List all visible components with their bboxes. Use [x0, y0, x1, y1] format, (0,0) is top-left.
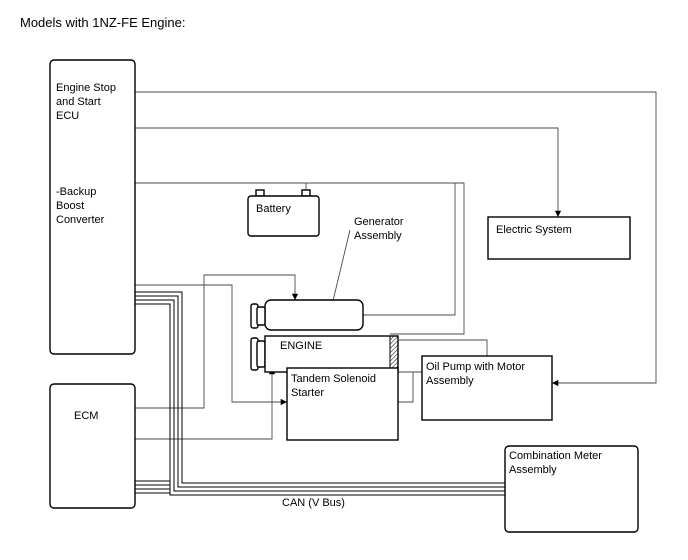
converter-label-line1: -Backup [56, 186, 96, 198]
engine-label: ENGINE [280, 340, 322, 352]
generator-label-line1: Generator [354, 216, 404, 228]
ecu-label-line1: Engine Stop [56, 82, 116, 94]
meter-label-line2: Assembly [509, 464, 557, 476]
oil-pump-motor-assembly-box [421, 355, 553, 421]
tandem-solenoid-starter-box [286, 367, 399, 441]
converter-label-line2: Boost [56, 200, 84, 212]
pulley-symbols [250, 303, 266, 371]
engine-stop-start-ecu-box [49, 59, 136, 355]
engine-box [264, 335, 399, 373]
signal-wires [135, 91, 657, 440]
ecm-label: ECM [74, 410, 98, 422]
battery-label: Battery [256, 203, 291, 215]
battery-symbol [247, 189, 320, 237]
generator-assembly-box [264, 299, 364, 331]
oil-pump-label-line1: Oil Pump with Motor [426, 361, 525, 373]
combination-meter-assembly-box [504, 445, 639, 533]
ecm-box [49, 383, 136, 509]
generator-label-line2: Assembly [354, 230, 402, 242]
starter-label-line1: Tandem Solenoid [291, 373, 376, 385]
page-title: Models with 1NZ-FE Engine: [20, 15, 185, 30]
converter-label-line3: Converter [56, 214, 105, 226]
ecu-label-line2: and Start [56, 96, 101, 108]
engine-oil-pump-link [398, 339, 488, 356]
electric-system-label: Electric System [496, 224, 572, 236]
electric-system-box [487, 216, 631, 260]
ecu-label-line3: ECU [56, 110, 79, 122]
meter-label-line1: Combination Meter [509, 450, 602, 462]
starter-label-line2: Starter [291, 387, 324, 399]
oil-pump-label-line2: Assembly [426, 375, 474, 387]
can-bus [135, 291, 508, 496]
engine-flywheel-hatch [389, 335, 399, 373]
can-bus-label: CAN (V Bus) [282, 497, 345, 509]
